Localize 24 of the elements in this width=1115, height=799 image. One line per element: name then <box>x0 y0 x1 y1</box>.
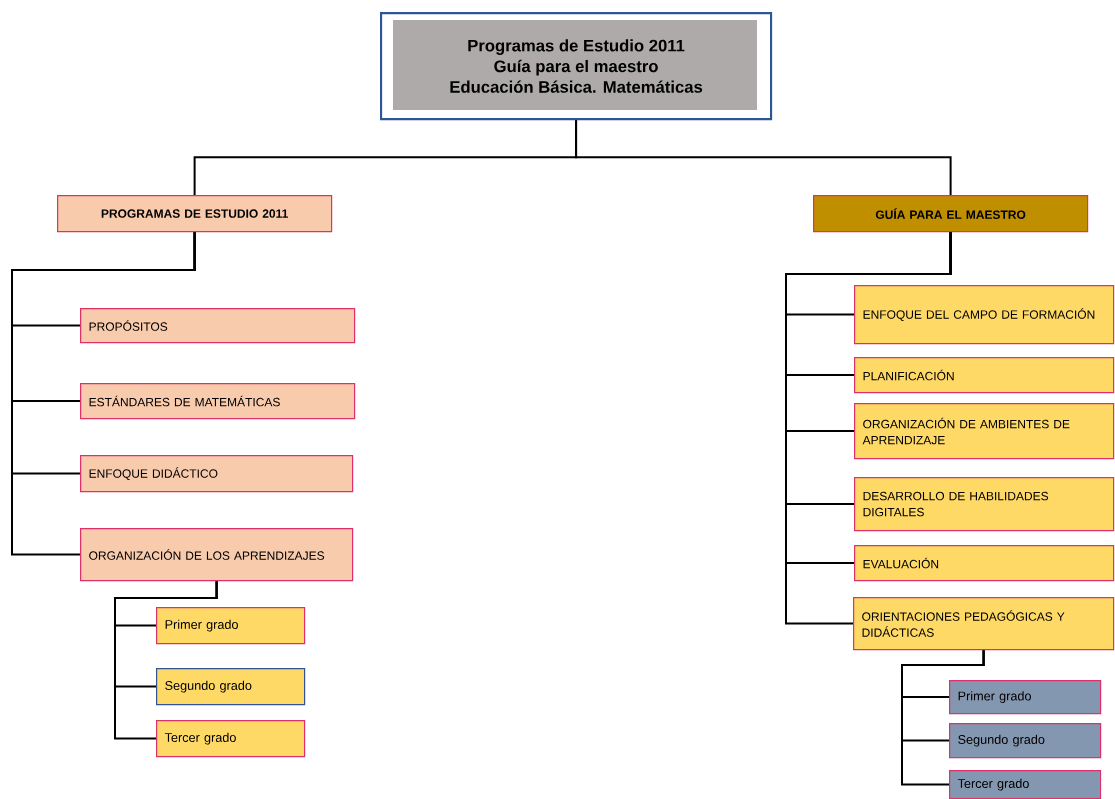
grade-box: Primer grado <box>949 680 1102 715</box>
grade-box: Primer grado <box>156 607 306 645</box>
grade-box: Tercer grado <box>949 770 1102 799</box>
connector-line <box>785 231 952 625</box>
section-box: PROGRAMAS DE ESTUDIO 2011 <box>57 195 333 233</box>
section-box: GUÍA PARA EL MAESTRO <box>813 195 1089 233</box>
connector-line <box>901 649 985 786</box>
topic-box: ORIENTACIONES PEDAGÓGICAS Y DIDÁCTICAS <box>853 597 1115 651</box>
grade-box: Segundo grado <box>949 723 1102 759</box>
title-box: Programas de Estudio 2011 Guía para el maestro Educación Básica. Matemáticas <box>380 12 773 121</box>
topic-box: EVALUACIÓN <box>854 545 1115 582</box>
grade-box: Tercer grado <box>156 720 306 758</box>
topic-box: DESARROLLO DE HABILIDADES DIGITALES <box>854 477 1115 532</box>
topic-box: ORGANIZACIÓN DE LOS APRENDIZAJES <box>80 528 354 582</box>
topic-box: ENFOQUE DEL CAMPO DE FORMACIÓN <box>854 285 1115 345</box>
topic-box: PLANIFICACIÓN <box>854 357 1115 394</box>
topic-box: ESTÁNDARES DE MATEMÁTICAS <box>80 383 356 420</box>
grade-box: Segundo grado <box>156 668 306 706</box>
topic-box: PROPÓSITOS <box>80 308 356 344</box>
connector-line <box>114 580 218 740</box>
topic-box: ORGANIZACIÓN DE AMBIENTES DE APRENDIZAJE <box>854 403 1115 460</box>
connector-line <box>11 231 196 556</box>
topic-box: ENFOQUE DIDÁCTICO <box>80 455 354 493</box>
connector-line <box>575 119 952 196</box>
